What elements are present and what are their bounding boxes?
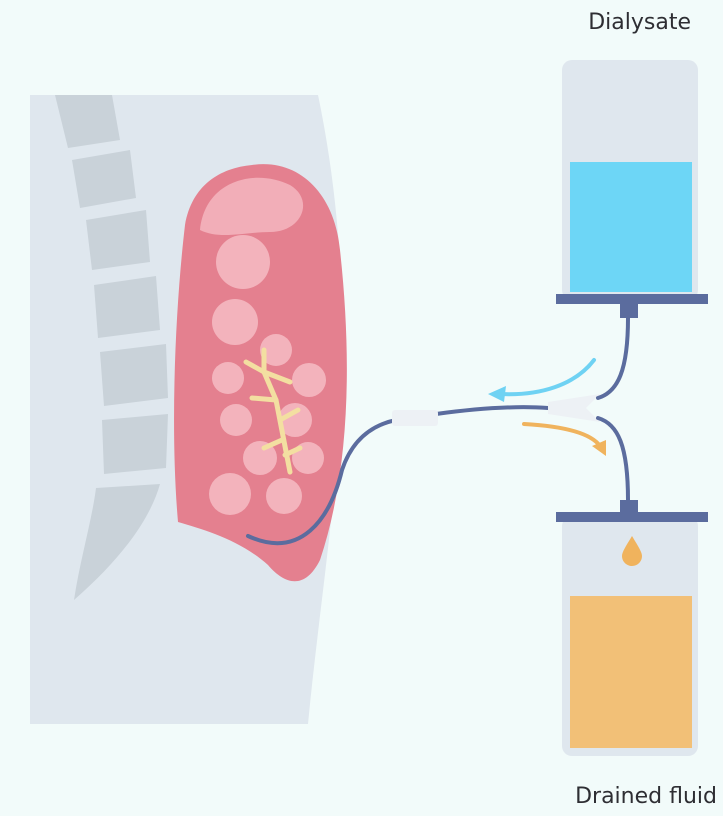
dialysate-bag xyxy=(556,60,708,318)
dialysate-label: Dialysate xyxy=(588,10,691,35)
catheter-connector xyxy=(392,410,438,426)
bag-tubes xyxy=(598,318,628,500)
drained-fluid-label: Drained fluid xyxy=(575,784,717,809)
dialysate-fluid xyxy=(570,162,692,292)
drained-fluid xyxy=(570,596,692,748)
drained-fluid-bag xyxy=(556,500,708,756)
arrow-left-icon xyxy=(488,360,594,402)
y-junction xyxy=(548,394,600,422)
arrow-right-icon xyxy=(524,424,606,456)
